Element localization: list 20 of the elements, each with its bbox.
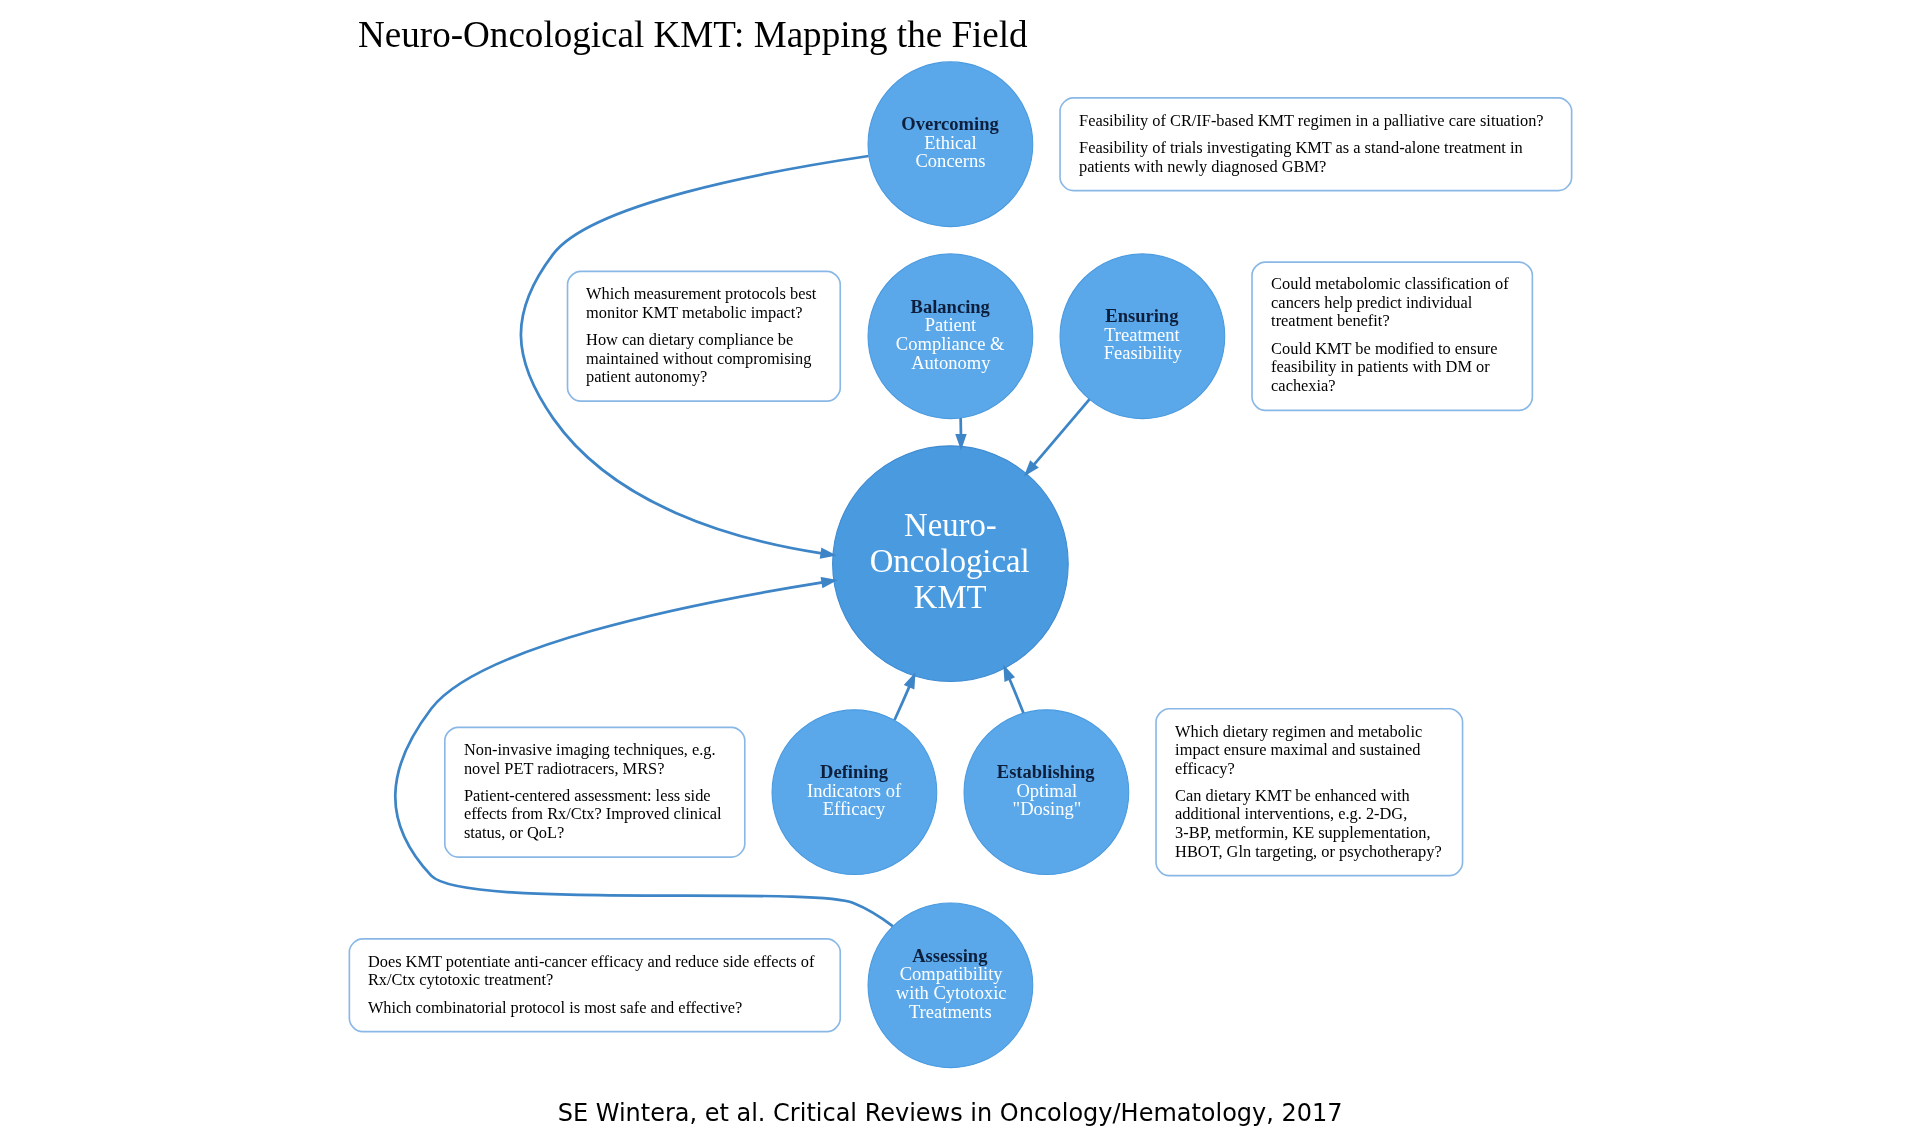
node-circle: Establishing Optimal "Dosing" bbox=[963, 709, 1130, 876]
node-circle: Defining Indicators of Efficacy bbox=[771, 709, 938, 876]
node-circle: Balancing Patient Compliance & Autonomy bbox=[867, 253, 1034, 420]
arrow bbox=[519, 154, 869, 559]
diagram-title: Neuro-Oncological KMT: Mapping the Field bbox=[358, 13, 1028, 55]
arrow bbox=[893, 672, 916, 721]
node-box: Which measurement protocols best monitor KMT metabolic impact? How can dietary compliance be maintained without compromising patient autonomy? bbox=[566, 270, 842, 402]
node-box: Does KMT potentiate anti-cancer efficacy and reduce side effects of Rx/Ctx cytotoxic treatment? Which combinatorial protocol is most safe and effective? bbox=[348, 938, 842, 1033]
arrow bbox=[1003, 664, 1025, 714]
node-circle: Overcoming Ethical Concerns bbox=[867, 61, 1034, 228]
node-box: Which dietary regimen and metabolic impact ensure maximal and sustained efficacy? Can dietary KMT be enhanced with additional interventions, e.g. 2-DG, 3-BP, metformin, KE supplementation, HBOT, Gln targeting, or psychotherapy? bbox=[1155, 707, 1464, 877]
node-circle: Ensuring Treatment Feasibility bbox=[1059, 253, 1226, 420]
caption: SE Wintera, et al. Critical Reviews in Oncology/Hematology, 2017 bbox=[557, 1098, 1343, 1127]
arrow bbox=[1023, 398, 1091, 477]
node-box: Non-invasive imaging techniques, e.g. novel PET radiotracers, MRS? Patient-centered assessment: less side effects from Rx/Ctx? Improved clinical status, or QoL? bbox=[444, 726, 746, 858]
arrow bbox=[955, 418, 967, 451]
node-box: Could metabolomic classification of cancers help predict individual treatment benefit? Could KMT be modified to ensure feasibility in patients with DM or cachexia? bbox=[1251, 261, 1534, 412]
node-box: Feasibility of CR/IF-based KMT regimen in a palliative care situation? Feasibility of trials investigating KMT as a stand-alone treatment in patients with newly diagnosed GBM? bbox=[1059, 97, 1573, 192]
arrow bbox=[394, 576, 894, 928]
node-circle: Assessing Compatibility with Cytotoxic Treatments bbox=[867, 902, 1034, 1069]
